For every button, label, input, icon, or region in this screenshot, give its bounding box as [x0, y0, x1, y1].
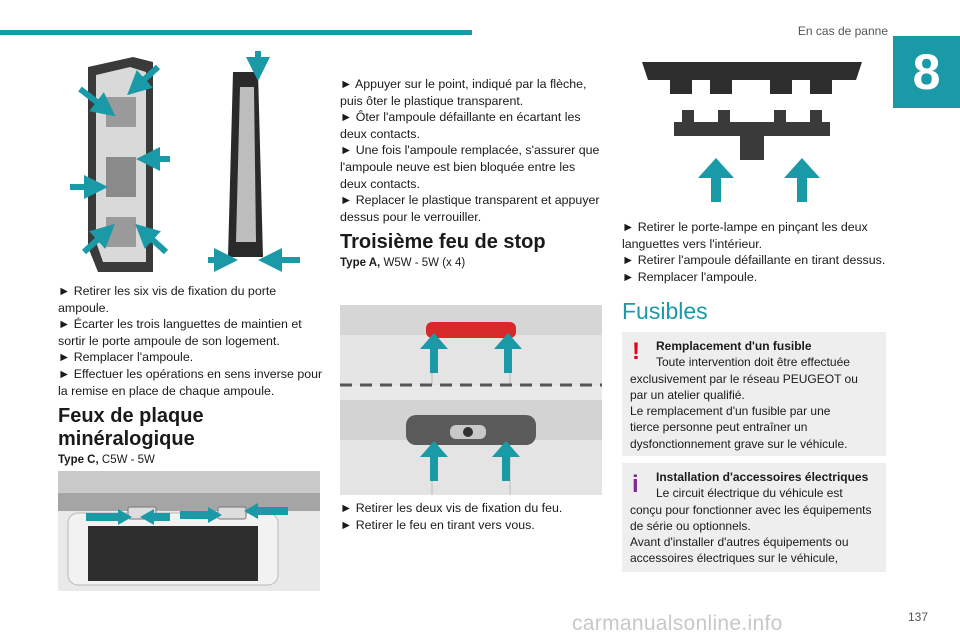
heading-plate-lights: Feux de plaque minéralogique	[58, 405, 204, 450]
step-text: ► Retirer les deux vis de fixation du fe…	[340, 501, 563, 515]
type-label: Type A,	[340, 257, 381, 269]
plate-light-illustration	[58, 471, 320, 591]
step-text: ► Retirer le porte-lampe en pinçant les …	[622, 220, 868, 251]
tail-lamp-drawing	[70, 51, 300, 272]
chapter-tab: 8	[893, 36, 960, 108]
lamp-holder-drawing	[642, 62, 862, 202]
step-text: ► Appuyer sur le point, indiqué par la f…	[340, 77, 587, 108]
page-number: 137	[907, 610, 928, 624]
warning-line: exclusivement par le réseau PEUGEOT ou p…	[630, 371, 858, 402]
exclamation-icon: !	[632, 338, 640, 365]
type-value: C5W - 5W	[98, 454, 155, 466]
step-text: ► Retirer le feu en tirant vers vous.	[340, 517, 535, 532]
step-text: ► Une fois l'ampoule remplacée, s'assure…	[340, 143, 600, 191]
warning-line: tierce personne peut entraîner un dysfon…	[630, 420, 848, 451]
heading-third-brake-light: Troisième feu de stop	[340, 231, 546, 253]
lamp-holder-illustration	[630, 52, 874, 202]
step-text: ► Replacer le plastique transparent et a…	[340, 193, 600, 224]
type-value: W5W - 5W (x 4)	[380, 257, 466, 269]
info-icon: i	[632, 471, 639, 498]
warning-title: Remplacement d'un fusible	[656, 339, 812, 353]
warning-line: Toute intervention doit être effectuée	[656, 355, 850, 370]
footer-watermark: carmanualsonline.info	[572, 612, 783, 635]
tail-lamp-illustration	[58, 47, 322, 275]
col2-steps-bottom: ► Retirer les deux vis de fixation du fe…	[340, 500, 602, 533]
step-text: ► Ôter l'ampoule défaillante en écartant…	[340, 110, 581, 141]
info-line: Avant d'installer d'autres équipements o…	[630, 535, 849, 566]
plate-light-drawing	[58, 471, 320, 586]
brake-light-illustration	[340, 305, 602, 495]
step-text: ► Remplacer l'ampoule.	[58, 350, 194, 365]
step-text: ► Effectuer les opérations en sens inver…	[58, 366, 323, 398]
type-line-brake: Type A, W5W - 5W (x 4)	[340, 256, 602, 270]
info-line: conçu pour fonctionner avec les équipeme…	[630, 502, 872, 533]
col3-steps: ► Retirer le porte-lampe en pinçant les …	[622, 219, 888, 285]
section-title: En cas de panne	[797, 24, 888, 38]
col2-steps-top: ► Appuyer sur le point, indiqué par la f…	[340, 76, 602, 225]
warning-box: ! Remplacement d'un fusible Toute interv…	[622, 332, 886, 456]
brake-light-drawing	[340, 305, 602, 495]
info-box: i Installation d'accessoires électriques…	[622, 463, 886, 572]
step-text: ► Écarter les trois languettes de mainti…	[58, 317, 302, 348]
type-label: Type C,	[58, 454, 99, 466]
col1-steps: ► Retirer les six vis de fixation du por…	[58, 283, 324, 399]
header-accent-bar	[0, 30, 472, 35]
step-text: ► Remplacer l'ampoule.	[622, 269, 758, 284]
heading-fuses: Fusibles	[622, 298, 708, 324]
info-line: Le circuit électrique du véhicule est	[656, 486, 843, 501]
type-line-plate: Type C, C5W - 5W	[58, 453, 318, 467]
step-text: ► Retirer les six vis de fixation du por…	[58, 284, 277, 315]
step-text: ► Retirer l'ampoule défaillante en tiran…	[622, 253, 886, 268]
warning-line: Le remplacement d'un fusible par une	[630, 404, 831, 419]
info-title: Installation d'accessoires électriques	[656, 470, 869, 484]
